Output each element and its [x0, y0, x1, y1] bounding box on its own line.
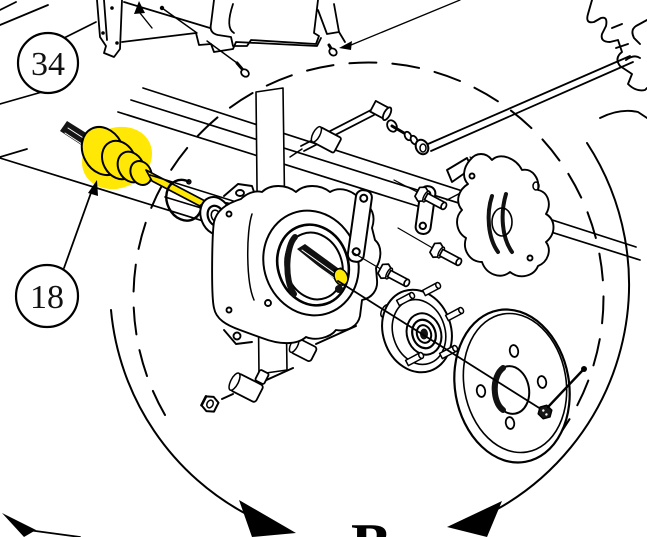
- steering-knuckle: [446, 153, 555, 278]
- callout-18[interactable]: [14, 180, 98, 329]
- lock-nut: [200, 395, 220, 413]
- callout-18-arrowhead: [88, 180, 98, 196]
- callout-34-bubble[interactable]: [16, 31, 80, 95]
- callout-18-bubble[interactable]: [14, 263, 80, 329]
- bottom-left-leader: [2, 513, 81, 537]
- leader-arrowhead: [134, 1, 145, 14]
- pivot-bolt-upper: [289, 100, 393, 158]
- rotation-arc-left: [110, 309, 251, 517]
- pivot-bolt-lower: [200, 325, 357, 413]
- frame-screw-arrow: [327, 0, 461, 57]
- view-rotation-annotation: [110, 142, 630, 537]
- leader-arrowhead: [339, 41, 352, 50]
- view-label-b: B: [351, 512, 391, 537]
- cv-boot: [80, 126, 153, 186]
- lug-nut: [537, 404, 553, 420]
- axle-axis: [337, 280, 587, 420]
- frame-top-right: [586, 0, 647, 119]
- brake-rotor: [453, 308, 571, 464]
- frame-top-left: [0, 0, 461, 78]
- mounting-strap-a: [346, 189, 373, 263]
- callout-18-label: 18: [30, 279, 64, 316]
- rotation-arrowhead-right: [447, 501, 502, 537]
- frame-screw: [206, 40, 250, 78]
- callout-18-leader: [63, 189, 93, 269]
- rotation-arc-right: [491, 142, 630, 513]
- tie-rod: [386, 55, 634, 156]
- rotation-arrowhead-left: [239, 500, 296, 537]
- callout-34[interactable]: [0, 31, 80, 105]
- callout-34-label: 34: [31, 46, 65, 83]
